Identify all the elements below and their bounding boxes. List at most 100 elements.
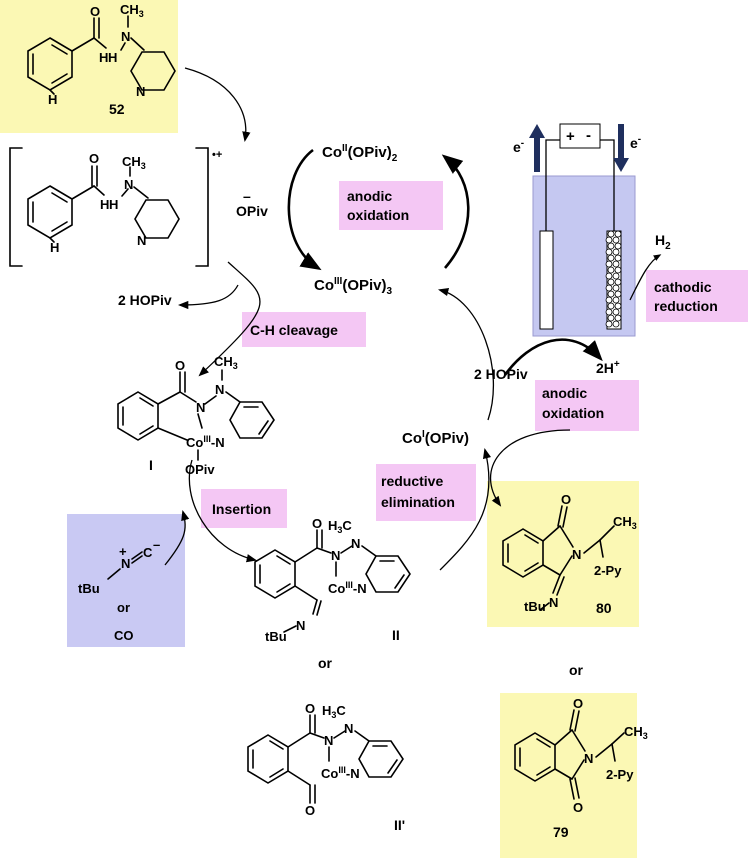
bubble (614, 254, 622, 262)
methyl-52: CH3 (120, 2, 144, 19)
methyl-cation: CH3 (122, 154, 146, 171)
electron-arrow-down (613, 124, 629, 172)
bubble (607, 302, 615, 310)
insertion-label: Insertion (212, 501, 271, 517)
anode-electrode (539, 230, 554, 330)
box-cathodic-reduction (646, 270, 748, 322)
svg-text:O: O (312, 516, 322, 531)
box-compound-79 (500, 693, 637, 858)
bubble (612, 236, 620, 244)
bubble (612, 320, 620, 328)
svg-text:N: N (121, 556, 130, 571)
svg-text:O: O (573, 800, 583, 815)
anodic-oxidation-top-label: anodic oxidation (347, 188, 409, 223)
opiv-anion: OPiv (236, 203, 268, 219)
svg-text:H: H (109, 197, 118, 212)
svg-text:+: + (119, 544, 127, 559)
compound-80-structure: O N N tBu CH3 2-Py 80 (502, 492, 637, 616)
bubble (605, 236, 613, 244)
ch-cleavage-label: C-H cleavage (250, 322, 338, 338)
bubble (612, 296, 620, 304)
svg-text:2-Py: 2-Py (606, 767, 634, 782)
or-right: or (569, 662, 584, 678)
arrow-reagent-in (164, 509, 190, 566)
bubble (607, 278, 615, 286)
box-insertion (201, 489, 287, 528)
hopiv-left: 2 HOPiv (118, 292, 172, 308)
hydrogen-gas: H2 (655, 232, 671, 252)
svg-text:N: N (324, 733, 333, 748)
arrow-I-to-II (188, 459, 258, 563)
svg-text:N: N (296, 618, 305, 633)
compound-52-structure: O H H CH3 N N H 52 (27, 2, 176, 117)
svg-text:H: H (50, 240, 59, 255)
label-79: 79 (553, 824, 569, 840)
methyl-I: CH3 (214, 354, 238, 371)
bubble (605, 248, 613, 256)
svg-text:O: O (305, 803, 315, 818)
svg-text:tBu: tBu (78, 581, 100, 596)
hopiv-right: 2 HOPiv (474, 366, 528, 382)
bubble (614, 278, 622, 286)
svg-text:N: N (351, 536, 360, 551)
svg-text:–: – (153, 537, 160, 552)
radical-cation-sign: •+ (212, 149, 222, 161)
svg-text:O: O (305, 701, 315, 716)
svg-text:N: N (124, 177, 133, 192)
radical-cation-structure: •+ O H H N CH3 N H (9, 147, 222, 267)
arrow-anodic-right (489, 429, 571, 507)
methyl-79: CH3 (624, 724, 648, 741)
minus-sign: - (586, 127, 591, 144)
svg-text:OPiv: OPiv (185, 462, 215, 477)
bubble (614, 230, 622, 238)
bubble (612, 308, 620, 316)
bubble (605, 296, 613, 304)
label-I: I (149, 457, 153, 473)
reagent-structure: N + C – tBu or CO (78, 537, 160, 643)
bubble (614, 290, 622, 298)
svg-text:2-Py: 2-Py (594, 563, 622, 578)
bubble (612, 284, 620, 292)
bubble (607, 254, 615, 262)
or-middle: or (318, 655, 333, 671)
box-anodic-oxidation-right (535, 380, 639, 431)
box-compound-80 (487, 481, 639, 627)
svg-text:N: N (136, 84, 145, 99)
svg-text:O: O (90, 4, 100, 19)
reductive-elimination-label: reductive elimination (381, 473, 455, 510)
cobalt-I: CoIII-N (186, 434, 225, 450)
arrow-coiii-to-coii (441, 154, 470, 269)
electron-arrow-up (529, 124, 545, 172)
svg-text:N: N (331, 548, 340, 563)
label-52: 52 (109, 101, 125, 117)
bubble (607, 242, 615, 250)
bubble (614, 302, 622, 310)
co-ii-species: CoII(OPiv)2 (322, 143, 398, 164)
svg-text:or: or (117, 600, 130, 615)
cobalt-II: CoIII-N (328, 580, 367, 596)
svg-text:N: N (121, 29, 130, 44)
box-reductive-elimination (376, 464, 476, 521)
bubble (607, 230, 615, 238)
intermediate-I-structure: O N N CH3 CoIII-N OPiv I (117, 354, 275, 477)
hydrogen-bubbles (605, 230, 622, 328)
arrow-coi-to-coiii (437, 287, 495, 421)
bubble (614, 314, 622, 322)
arrow-release-hopiv (177, 284, 239, 310)
power-source (559, 123, 601, 149)
svg-text:H: H (100, 197, 109, 212)
svg-text:tBu: tBu (265, 629, 287, 644)
bubble (614, 242, 622, 250)
bubble (605, 320, 613, 328)
label-II-prime: II' (394, 817, 405, 833)
svg-text:N: N (137, 233, 146, 248)
bubble (605, 284, 613, 292)
anodic-oxidation-right-label: anodic oxidation (542, 385, 604, 421)
arrow-coii-to-coiii (287, 148, 322, 271)
label-80: 80 (596, 600, 612, 616)
electrochemical-cell: + - e- e- (513, 123, 641, 337)
svg-text:N: N (215, 382, 224, 397)
bubble (612, 260, 620, 268)
box-anodic-oxidation-top (339, 181, 443, 230)
